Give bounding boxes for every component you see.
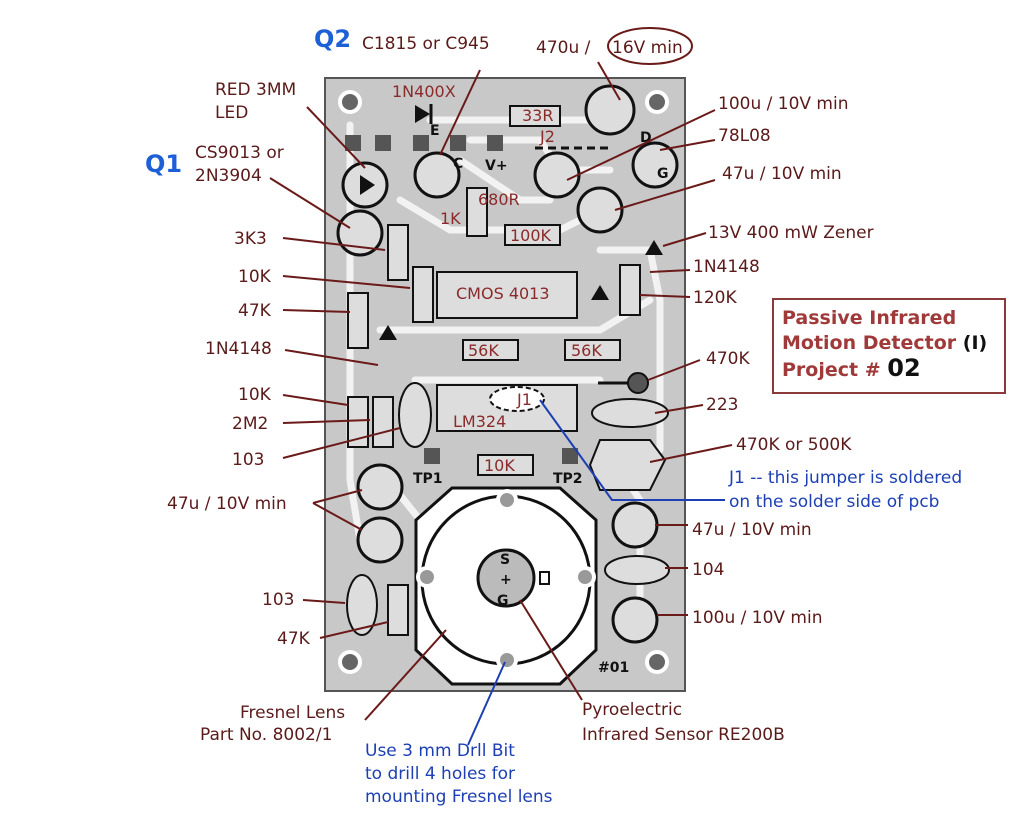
silk-g: G — [657, 166, 669, 182]
pcb-56k-b: 56K — [571, 341, 602, 360]
silk-d: D — [640, 130, 652, 146]
q1-part-2: 2N3904 — [195, 166, 262, 186]
label-104: 104 — [692, 560, 724, 580]
label-47u-top: 47u / 10V min — [722, 164, 842, 184]
label-47u-left: 47u / 10V min — [167, 494, 287, 514]
label-103-b: 103 — [262, 590, 294, 610]
silk-s: S — [500, 552, 510, 568]
label-zener: 13V 400 mW Zener — [708, 223, 874, 243]
r470k-pad — [627, 372, 649, 394]
pcb-680r: 680R — [478, 190, 520, 209]
j1-note-1: J1 -- this jumper is soldered — [728, 468, 962, 488]
pcb-1n400x: 1N400X — [392, 82, 456, 101]
diode-1n4148-left-symbol — [379, 325, 397, 340]
ceramic-capacitors — [346, 382, 670, 636]
pyro-sensor — [476, 548, 536, 608]
voltage-circle — [607, 27, 693, 65]
pot-outline — [588, 439, 667, 491]
pcb-j1: J1 — [516, 390, 532, 409]
tp1-pad — [424, 448, 440, 464]
pcb-lm324: LM324 — [453, 412, 506, 431]
label-47k: 47K — [238, 301, 272, 321]
label-103-a: 103 — [232, 450, 264, 470]
pcb-100k: 100K — [510, 226, 552, 245]
label-100u-bottom: 100u / 10V min — [692, 608, 822, 628]
label-10k-a: 10K — [238, 267, 272, 287]
q2-label: Q2 — [314, 25, 351, 53]
led-symbol — [360, 175, 375, 195]
silk-c: C — [453, 156, 463, 172]
q2-part: C1815 or C945 — [362, 34, 490, 54]
diode-1n400x-symbol — [415, 105, 430, 123]
mounting-holes — [338, 90, 669, 674]
label-pot: 470K or 500K — [736, 435, 852, 455]
title-line-2: Motion Detector (I) — [782, 331, 998, 356]
q1-label: Q1 — [145, 150, 182, 178]
sensor-label-2: Infrared Sensor RE200B — [582, 725, 785, 745]
leader-lines — [269, 61, 733, 721]
label-100u-top: 100u / 10V min — [718, 94, 848, 114]
j1-jumper — [489, 386, 545, 412]
label-470u-voltage: 16V min — [612, 38, 683, 58]
lens-mount-holes — [416, 489, 596, 671]
pcb-1k: 1K — [440, 209, 461, 228]
pcb-56k-a: 56K — [468, 341, 499, 360]
label-47k-b: 47K — [277, 629, 311, 649]
fresnel-label-2: Part No. 8002/1 — [200, 725, 332, 745]
label-470k: 470K — [706, 349, 750, 369]
title-line-2-suffix: (I) — [962, 332, 988, 354]
silk-sg: G — [497, 593, 509, 609]
title-line-3: Project # 02 — [782, 356, 998, 383]
project-title-box: Passive Infrared Motion Detector (I) Pro… — [772, 298, 1006, 394]
silk-e: E — [430, 123, 440, 139]
square-pads — [345, 135, 503, 151]
resistor-outlines — [347, 105, 641, 636]
drill-note-1: Use 3 mm Drll Bit — [365, 741, 515, 761]
drill-note-3: mounting Fresnel lens — [365, 787, 553, 807]
label-10k-b: 10K — [238, 385, 272, 405]
silk-plus: + — [500, 572, 512, 588]
label-47u-bottom: 47u / 10V min — [692, 520, 812, 540]
led-label-2: LED — [215, 103, 248, 123]
zener-symbol — [645, 240, 663, 255]
tp2-pad — [562, 448, 578, 464]
label-1n4148-left: 1N4148 — [205, 339, 272, 359]
label-78l08: 78L08 — [718, 126, 771, 146]
label-120k: 120K — [693, 288, 737, 308]
blue-leader-lines — [467, 399, 725, 746]
title-line-3-text: Project # — [782, 359, 881, 381]
drill-note-2: to drill 4 holes for — [365, 764, 515, 784]
silk-id: #01 — [598, 660, 629, 676]
title-line-1: Passive Infrared — [782, 307, 957, 329]
pcb-cmos4013: CMOS 4013 — [456, 284, 550, 303]
pcb-33r: 33R — [522, 106, 553, 125]
label-2m2: 2M2 — [232, 414, 268, 434]
sensor-label-1: Pyroelectric — [582, 700, 682, 720]
label-3k3: 3K3 — [234, 229, 267, 249]
pcb-tp1: TP1 — [413, 471, 443, 487]
q1-part-1: CS9013 or — [195, 143, 284, 163]
fresnel-label-1: Fresnel Lens — [240, 703, 345, 723]
pcb-j2: J2 — [539, 127, 555, 146]
j1-note-2: on the solder side of pcb — [729, 492, 939, 512]
label-470u: 470u / — [536, 38, 591, 58]
pcb-tp2: TP2 — [553, 471, 583, 487]
silk-v: V+ — [485, 158, 508, 174]
pcb-10k: 10K — [484, 456, 515, 475]
label-1n4148-right: 1N4148 — [693, 257, 760, 277]
label-223: 223 — [706, 395, 738, 415]
project-number: 02 — [887, 354, 921, 382]
diode-1n4148-right-symbol — [591, 285, 609, 300]
led-label-1: RED 3MM — [215, 80, 296, 100]
ic-4013-outline — [436, 271, 578, 319]
title-line-2-text: Motion Detector — [782, 332, 957, 354]
